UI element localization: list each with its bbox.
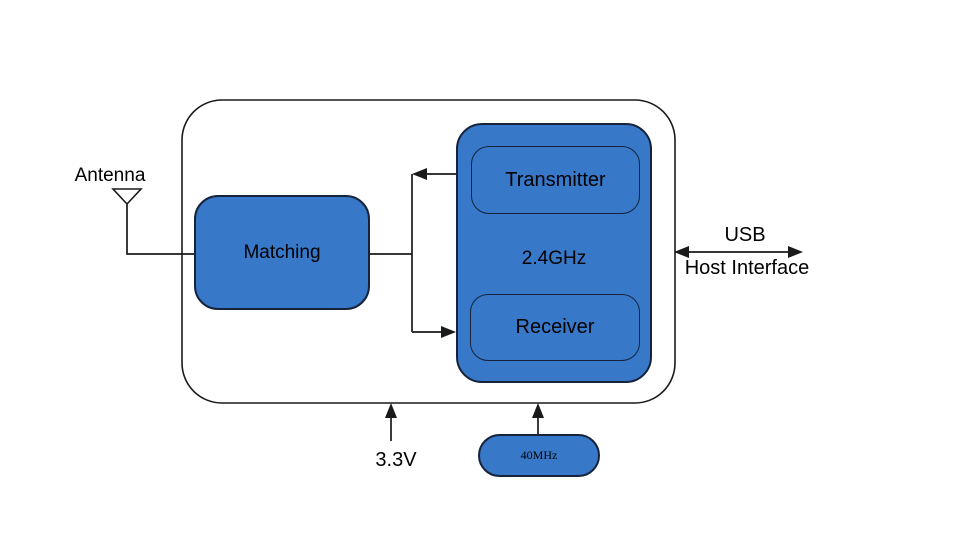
antenna-icon xyxy=(111,188,194,255)
receiver-label: Receiver xyxy=(515,316,595,338)
crystal-label: 40MHz xyxy=(520,448,558,462)
antenna-label: Antenna xyxy=(74,165,146,186)
crystal-arrow xyxy=(532,403,544,434)
chip-outline xyxy=(181,99,676,404)
crystal-oscillator: 40MHz xyxy=(478,434,600,477)
host-interface-label: Host Interface xyxy=(684,257,810,279)
transmitter-out-arrow xyxy=(412,168,456,180)
receiver-block: Receiver xyxy=(470,294,640,361)
rf-frequency-label: 2.4GHz xyxy=(521,248,587,269)
power-arrow xyxy=(385,403,397,441)
rf-block: Transmitter 2.4GHz Receiver xyxy=(456,123,652,383)
matching-label: Matching xyxy=(243,241,321,263)
matching-block: Matching xyxy=(194,195,370,310)
transmitter-block: Transmitter xyxy=(471,146,640,214)
usb-label: USB xyxy=(724,224,766,246)
power-label: 3.3V xyxy=(375,449,417,471)
receiver-in-arrow xyxy=(412,326,456,338)
usb-double-arrow xyxy=(674,246,803,258)
matching-branch-wire xyxy=(370,174,413,332)
transmitter-label: Transmitter xyxy=(505,168,606,191)
